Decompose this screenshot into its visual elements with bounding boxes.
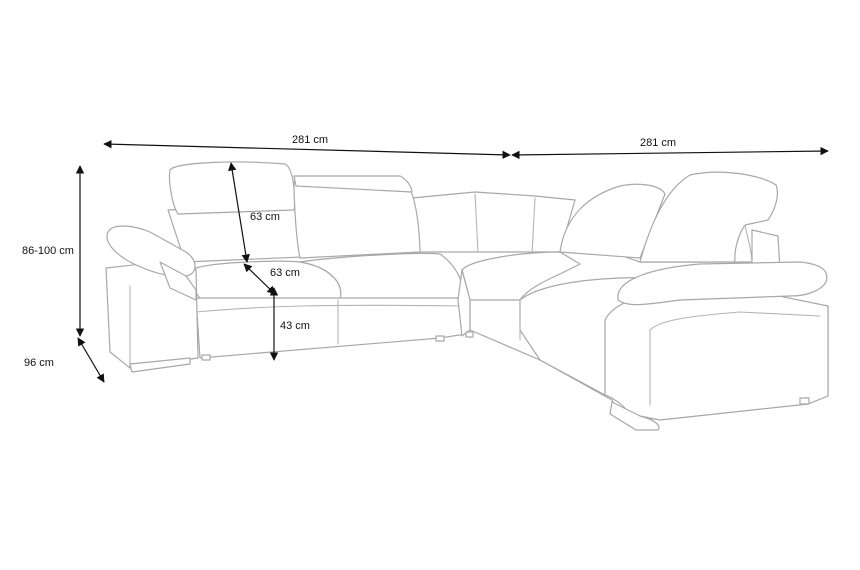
- dimension-labels: 281 cm 281 cm 86-100 cm 96 cm 63 cm 63 c…: [22, 134, 676, 369]
- left-base-front: [195, 297, 467, 359]
- seat-height-label: 43 cm: [280, 320, 310, 332]
- center-foot: [435, 335, 445, 342]
- right-foot: [609, 401, 660, 431]
- dimension-lines: [75, 140, 829, 383]
- width-right-dimension-line: [511, 146, 829, 160]
- corner-backrest: [411, 191, 576, 253]
- right-armrest-pad: [617, 261, 828, 306]
- headrest-dimension-line: [228, 162, 250, 263]
- depth-label: 96 cm: [24, 357, 54, 369]
- corner-foot: [465, 331, 474, 338]
- right-back-foot: [799, 397, 810, 405]
- headrest-height-label: 63 cm: [250, 211, 280, 223]
- left-foot-small: [201, 354, 211, 361]
- sofa-drawing: [105, 161, 829, 431]
- width-left-dimension-line: [103, 140, 511, 159]
- left-seat-cushion-2: [299, 252, 464, 301]
- left-armrest-side: [159, 261, 197, 301]
- corner-seat-cushion: [461, 251, 581, 301]
- left-foot: [129, 357, 191, 373]
- width-left-label: 281 cm: [292, 134, 328, 146]
- width-right-label: 281 cm: [640, 137, 676, 149]
- depth-dimension-line: [77, 337, 105, 383]
- left-back-top: [293, 175, 413, 193]
- right-headrest: [639, 171, 779, 263]
- right-back-cushion: [559, 183, 666, 259]
- seat-depth-label: 63 cm: [270, 267, 300, 279]
- height-label: 86-100 cm: [22, 245, 74, 257]
